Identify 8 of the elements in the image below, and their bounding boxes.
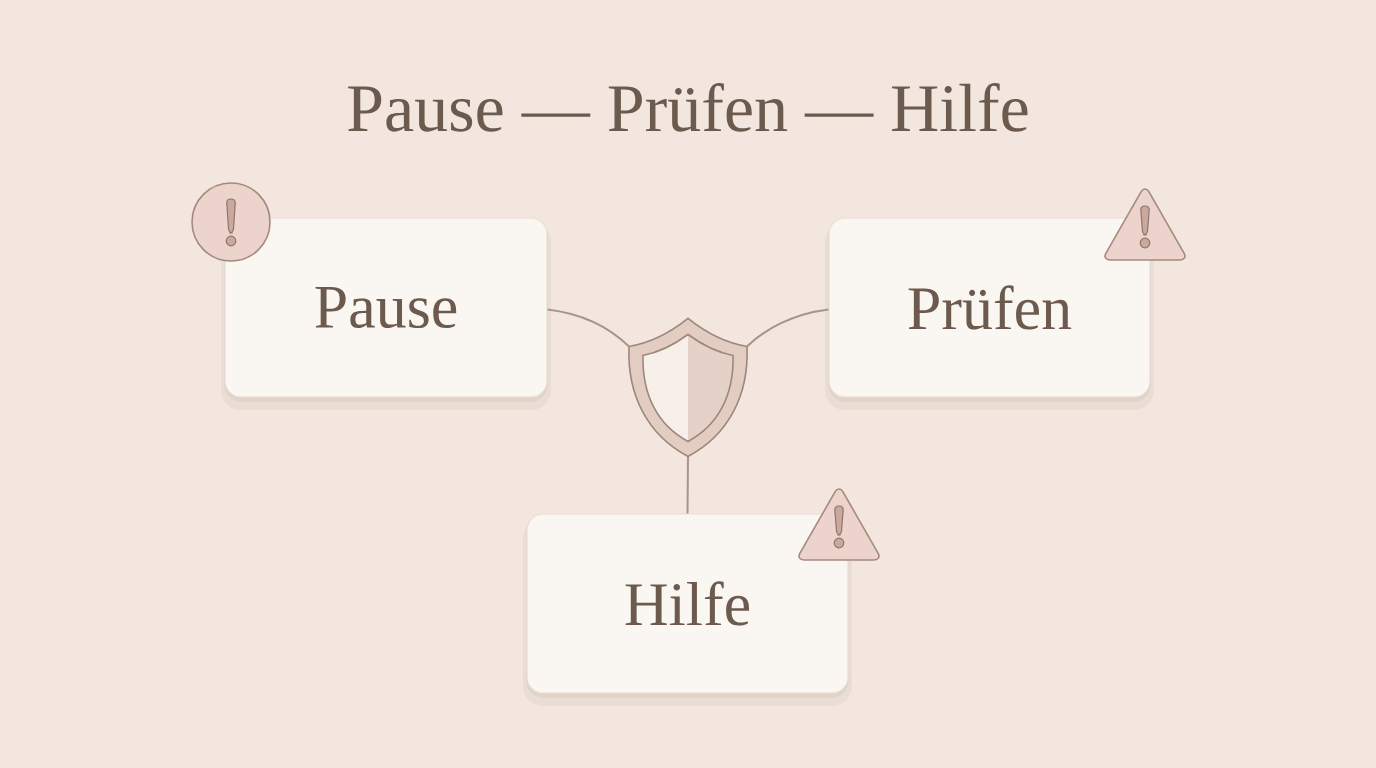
process-box: Hilfe bbox=[523, 513, 852, 706]
connector-line bbox=[686, 455, 689, 515]
connector-line bbox=[746, 308, 830, 348]
process-box: Pause bbox=[221, 217, 551, 410]
process-box: Prüfen bbox=[825, 217, 1154, 410]
shield-icon bbox=[628, 317, 748, 458]
title: Pause — Prüfen — Hilfe bbox=[348, 83, 1028, 132]
connector-line bbox=[546, 308, 630, 348]
